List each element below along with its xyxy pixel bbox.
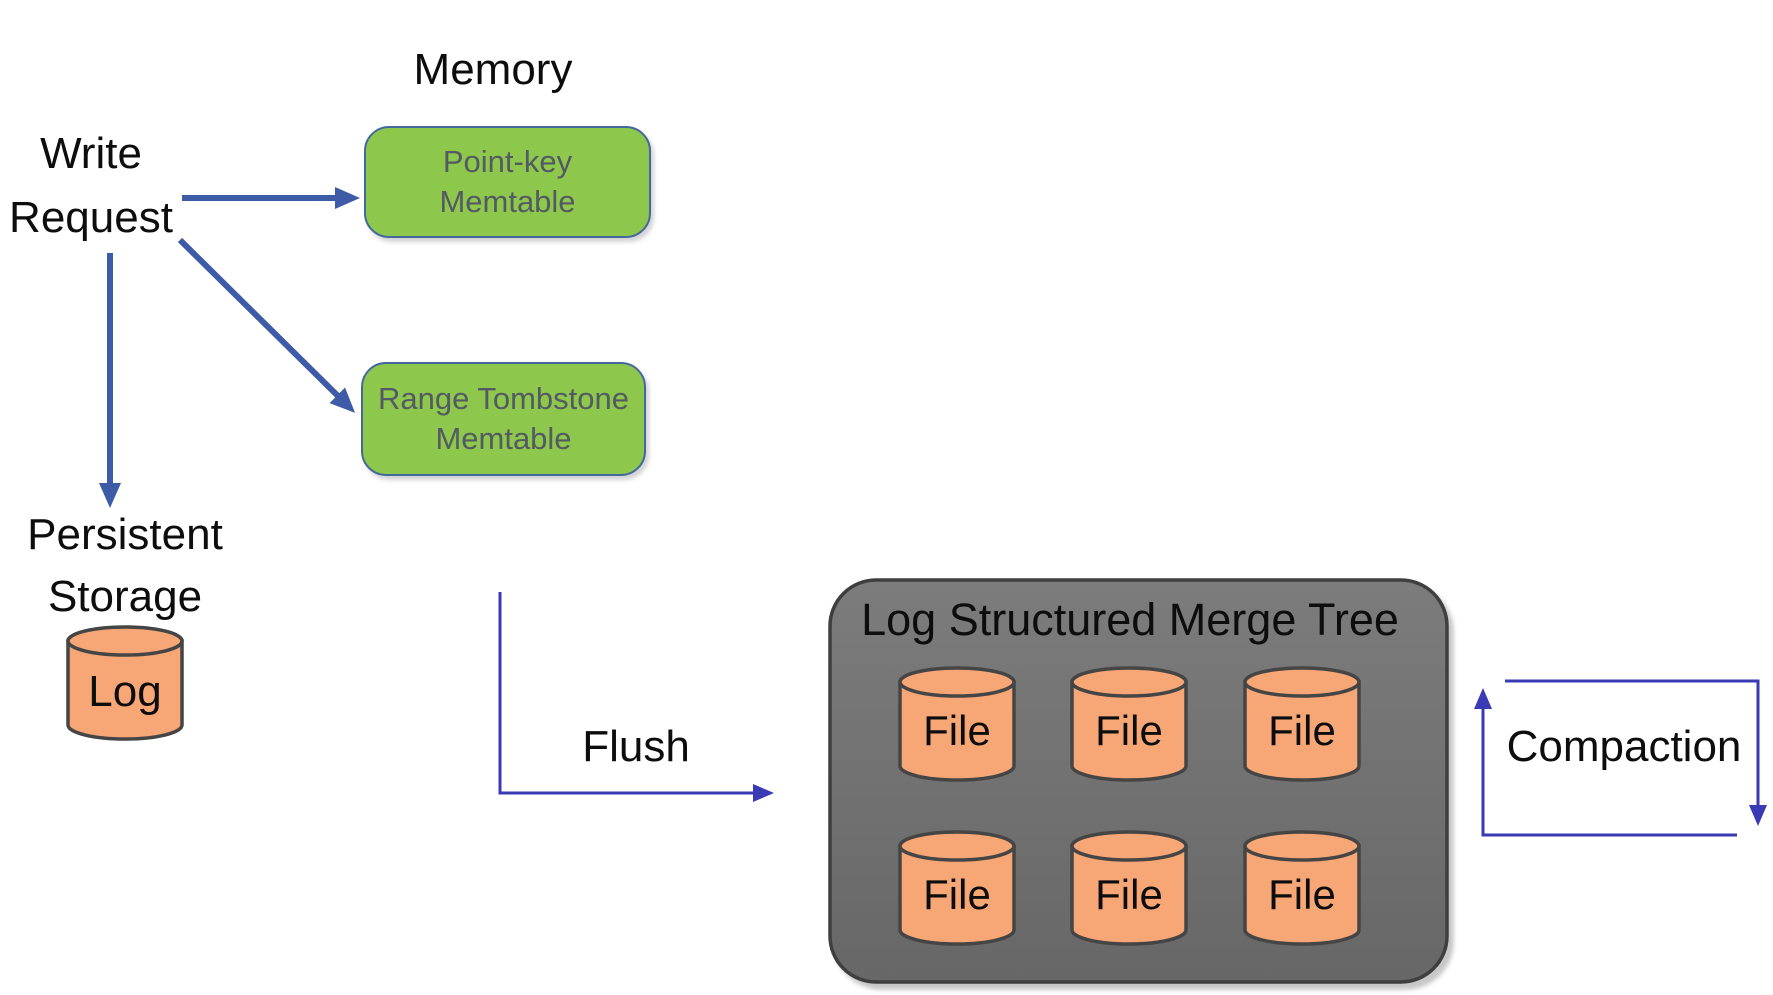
- compaction-arrow-up: [1474, 688, 1737, 837]
- file-cylinder: [1243, 830, 1361, 946]
- arrow-write-to-range-memtable: [177, 237, 356, 413]
- pointkey-memtable-box: [364, 126, 651, 238]
- file-cylinder: [898, 666, 1016, 782]
- file-cylinder: [1070, 666, 1188, 782]
- file-cylinder: [1070, 830, 1188, 946]
- file-cylinder: [898, 830, 1016, 946]
- compaction-arrow-down: [1505, 679, 1767, 826]
- file-cylinder: [1243, 666, 1361, 782]
- range-tombstone-memtable-box: [361, 362, 646, 476]
- flush-arrow: [498, 592, 774, 802]
- log-cylinder: [66, 625, 184, 741]
